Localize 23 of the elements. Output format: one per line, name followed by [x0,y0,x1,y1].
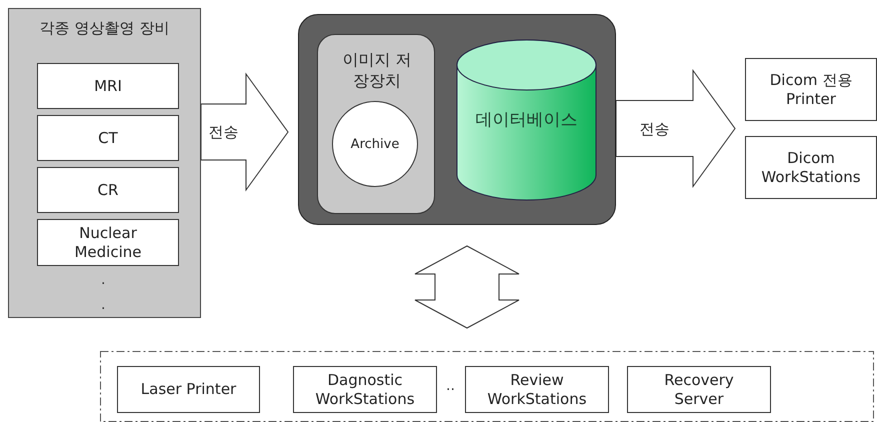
database-cylinder [456,39,597,201]
archive-circle: Archive [332,101,418,187]
server-box [298,14,616,225]
device-box: Review WorkStations [465,366,609,413]
storage-heading: 이미지 저장장치 [342,49,412,91]
device-box: Dicom WorkStations [745,136,877,199]
dashed-group-box [100,351,874,422]
storage-box [317,34,435,214]
equipment-panel [8,8,201,318]
ellipsis-dot: .. [446,378,455,394]
device-box: Nuclear Medicine [37,219,179,266]
block-arrow [414,245,520,329]
panel-heading: 각종 영상촬영 장비 [38,19,170,38]
ellipsis-dot: . [101,297,106,313]
device-box: CT [37,115,179,161]
device-box: Dicom 전용 Printer [745,58,877,121]
database-label: 데이터베이스 [476,110,578,130]
device-box: Dagnostic WorkStations [293,366,437,413]
device-box: Recovery Server [627,366,771,413]
device-box: MRI [37,63,179,109]
device-box: Laser Printer [117,366,260,413]
ellipsis-dot: . [101,272,106,288]
device-box: CR [37,167,179,213]
